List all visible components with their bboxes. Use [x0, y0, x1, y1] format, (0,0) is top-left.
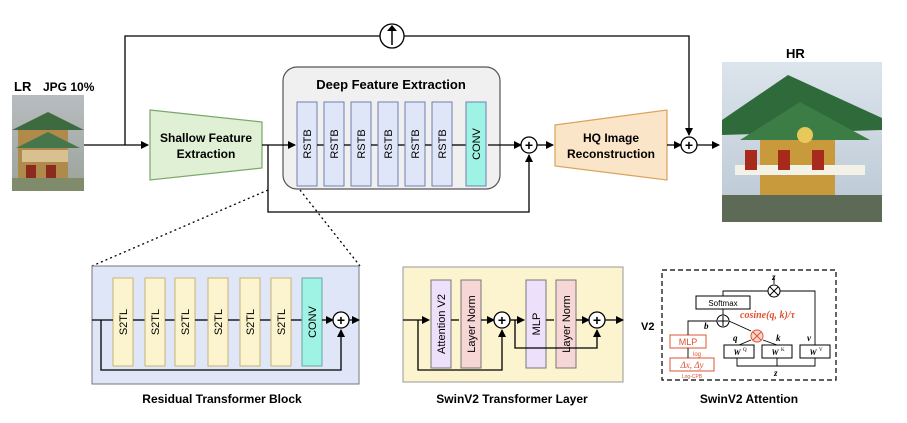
- rtb-plus-node: +: [332, 311, 350, 329]
- zoom-line-left: [91, 189, 269, 267]
- rtb-conv-block-label: CONV: [307, 305, 319, 337]
- svg-text:V: V: [819, 348, 823, 353]
- lr-image: [12, 95, 84, 191]
- jpg-label: JPG 10%: [43, 80, 95, 94]
- log-cpb-label: Log-CPB: [682, 374, 703, 380]
- svg-text:+: +: [593, 312, 601, 328]
- swin-plus-node-1: +: [493, 311, 511, 329]
- zoom-line-right: [299, 189, 361, 267]
- wv-block: W V: [799, 344, 831, 359]
- attention-v2-block: Attention V2: [430, 279, 452, 369]
- s2tl-block-label: S2TL: [150, 309, 162, 335]
- deep-feature-title: Deep Feature Extraction: [316, 77, 466, 92]
- v2-label: V2: [641, 321, 654, 333]
- rstb-block-label: RSTB: [302, 129, 314, 158]
- mlp-log-block: MLP: [669, 334, 707, 349]
- log-label: log: [693, 352, 701, 358]
- swin-layer-title: SwinV2 Transformer Layer: [436, 392, 588, 406]
- rstb-block: RSTB: [377, 101, 399, 187]
- rstb-block-label: RSTB: [437, 129, 449, 158]
- rstb-block-label: RSTB: [356, 129, 368, 158]
- mlp-block: MLP: [525, 279, 547, 369]
- k-label: k: [776, 333, 781, 343]
- rstb-block-label: RSTB: [329, 129, 341, 158]
- plus-node-attn: [716, 314, 730, 328]
- s2tl-block-label: S2TL: [118, 309, 130, 335]
- deep-conv-block: CONV: [465, 101, 487, 187]
- main-flow-lines: [84, 35, 720, 213]
- svg-text:+: +: [498, 312, 506, 328]
- z-bottom-label: z: [773, 368, 778, 378]
- s2tl-block: S2TL: [270, 277, 292, 367]
- svg-text:+: +: [685, 137, 693, 153]
- svg-text:+: +: [337, 312, 345, 328]
- rtb-blocks-group: S2TL S2TL S2TL S2TL S2TL S2TL CONV: [112, 277, 323, 367]
- s2tl-block: S2TL: [239, 277, 261, 367]
- softmax-block: Softmax: [695, 295, 751, 310]
- swin-plus-node-2: +: [588, 311, 606, 329]
- rstb-block-label: RSTB: [410, 129, 422, 158]
- rstb-block: RSTB: [296, 101, 318, 187]
- rtb-conv-block: CONV: [301, 277, 323, 367]
- b-label: b: [704, 321, 709, 331]
- wk-block: W K: [761, 344, 793, 359]
- shallow-feature-label-1: Shallow Feature: [160, 131, 252, 145]
- svg-text:Softmax: Softmax: [708, 299, 737, 308]
- svg-text:MLP: MLP: [679, 337, 698, 347]
- z-top-label: z: [771, 272, 776, 282]
- hq-label-2: Reconstruction: [567, 147, 655, 161]
- hq-label-1: HQ Image: [583, 131, 639, 145]
- swin-attention-title: SwinV2 Attention: [700, 392, 798, 406]
- svg-text:K: K: [781, 348, 785, 353]
- wq-block: W Q: [723, 344, 755, 359]
- shallow-feature-label-2: Extraction: [177, 147, 236, 161]
- rstb-block: RSTB: [323, 101, 345, 187]
- shallow-feature-block: [149, 109, 263, 181]
- upsample-node: [379, 23, 405, 49]
- swin-layer-lines: [403, 316, 624, 371]
- attention-lines: [687, 276, 816, 367]
- svg-text:Q: Q: [743, 348, 747, 353]
- hq-reconstruction-block: [554, 109, 668, 181]
- rstb-block: RSTB: [350, 101, 372, 187]
- svg-text:W: W: [771, 348, 779, 357]
- delta-block: Δx, Δy: [669, 357, 715, 372]
- rtb-title: Residual Transformer Block: [142, 392, 302, 406]
- hr-image: [722, 62, 882, 222]
- hr-label: HR: [786, 46, 805, 61]
- s2tl-block-label: S2TL: [213, 309, 225, 335]
- mult-node-cosine: [750, 329, 764, 343]
- s2tl-block-label: S2TL: [180, 309, 192, 335]
- s2tl-block: S2TL: [174, 277, 196, 367]
- lr-label: LR: [14, 79, 32, 94]
- svg-text:+: +: [525, 137, 533, 153]
- s2tl-block-label: S2TL: [245, 309, 257, 335]
- cosine-label: cosine(q, k)/τ: [740, 310, 796, 321]
- svg-text:W: W: [809, 348, 817, 357]
- q-label: q: [733, 333, 738, 343]
- s2tl-block: S2TL: [207, 277, 229, 367]
- rstb-block-label: RSTB: [383, 129, 395, 158]
- plus-node-deep: +: [520, 136, 538, 154]
- plus-node-hr: +: [680, 136, 698, 154]
- s2tl-block-label: S2TL: [276, 309, 288, 335]
- s2tl-block: S2TL: [112, 277, 134, 367]
- svg-text:Δx, Δy: Δx, Δy: [679, 360, 703, 370]
- rtb-lines: [92, 316, 360, 371]
- s2tl-block: S2TL: [144, 277, 166, 367]
- deep-conv-block-label: CONV: [471, 127, 483, 159]
- layer-norm-block-2: Layer Norm: [555, 279, 577, 369]
- rstb-block: RSTB: [431, 101, 453, 187]
- svg-text:MLP: MLP: [531, 313, 543, 336]
- svg-text:Attention V2: Attention V2: [436, 294, 448, 354]
- deep-blocks-group: RSTB RSTB RSTB RSTB RSTB RSTB CONV: [296, 101, 487, 187]
- svg-text:Layer Norm: Layer Norm: [561, 295, 573, 352]
- mult-node-top: [767, 284, 781, 298]
- layer-norm-block-1: Layer Norm: [460, 279, 482, 369]
- v-label: v: [807, 333, 812, 343]
- rstb-block: RSTB: [404, 101, 426, 187]
- svg-text:W: W: [733, 348, 741, 357]
- svg-text:Layer Norm: Layer Norm: [466, 295, 478, 352]
